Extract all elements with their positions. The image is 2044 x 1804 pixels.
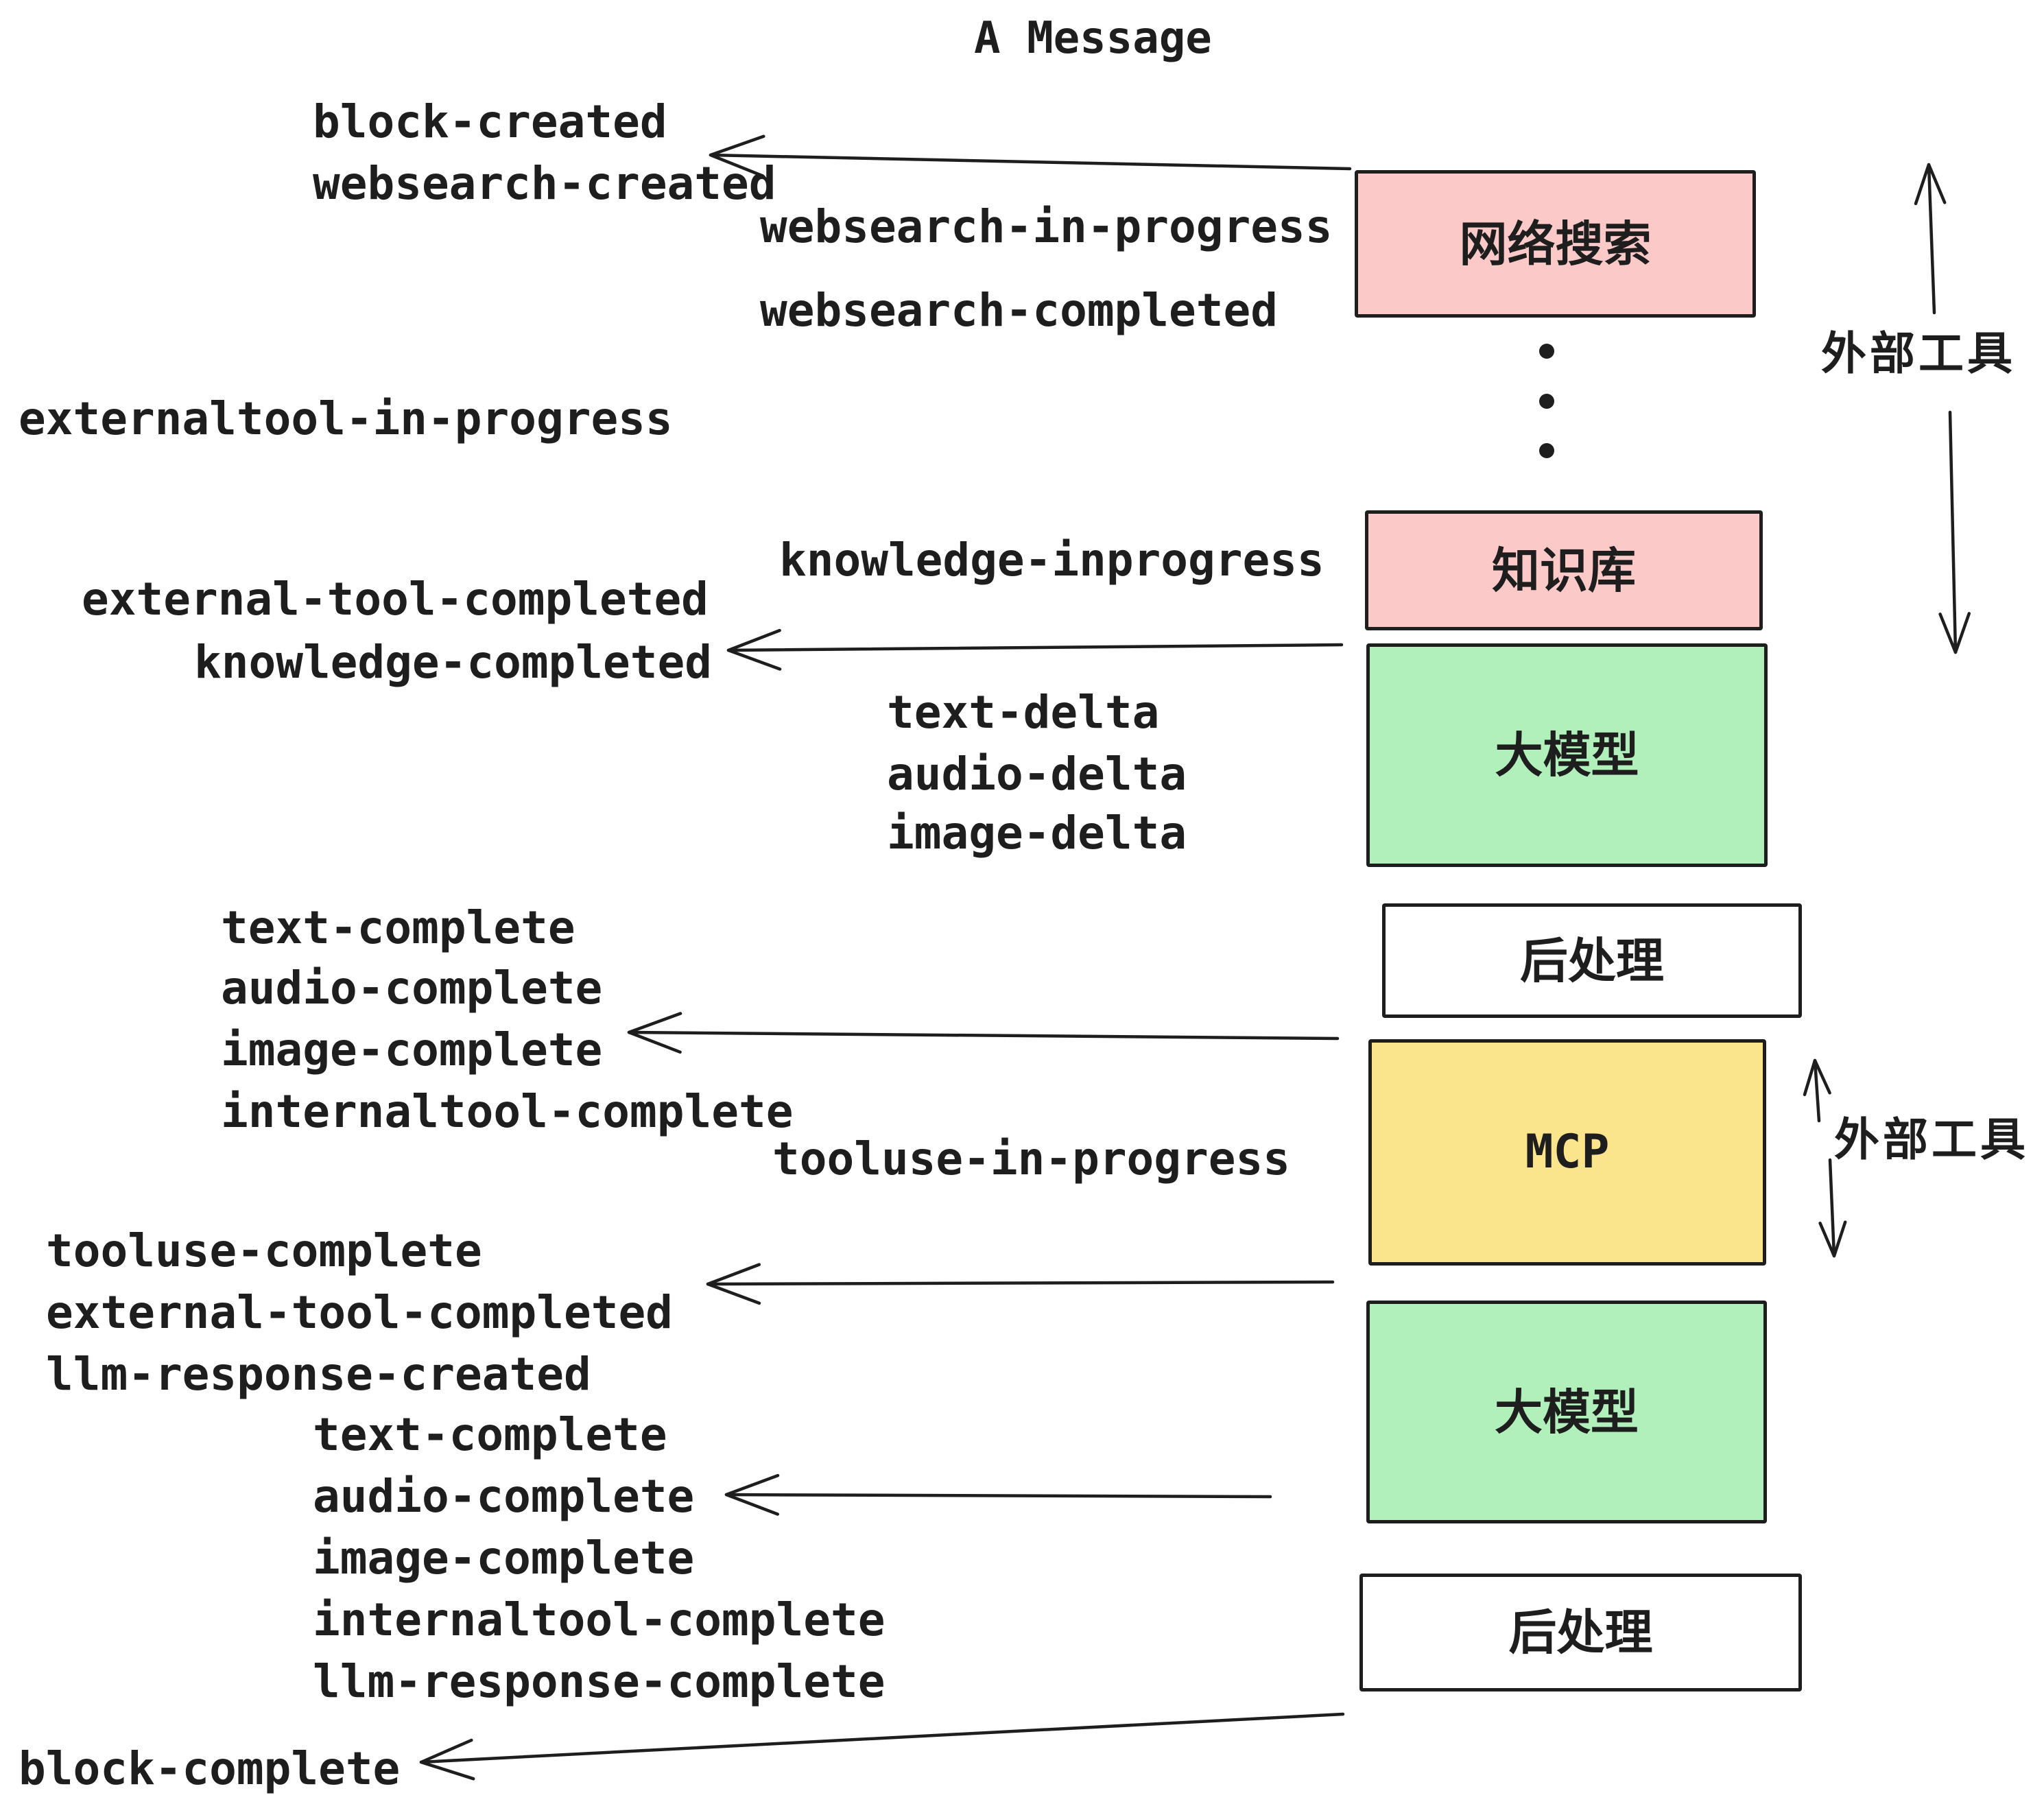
external-tools-down-arrow-1-head [1938,612,1971,654]
event-block-created: block-created [313,95,667,148]
event-websearch-completed: websearch-completed [760,284,1278,337]
box-mcp-label: MCP [1525,1125,1610,1179]
event-llm-response-created: llm-response-created [46,1348,591,1401]
box-websearch-label: 网络搜索 [1459,217,1652,271]
external-tools-down-arrow-2-head [1818,1220,1847,1258]
event-tooluse-in-progress: tooluse-in-progress [772,1132,1290,1185]
arrow-to-tooluse-complete-head [706,1263,761,1305]
event-knowledge-completed: knowledge-completed [194,636,712,689]
event-audio-complete-1: audio-complete [221,962,603,1014]
diagram-title: A Message [974,13,1212,64]
event-image-complete-1: image-complete [221,1023,603,1076]
ellipsis-dot-2 [1539,394,1554,409]
box-postprocess-2: 后处理 [1359,1574,1802,1692]
arrow-to-block-complete-head [419,1738,475,1781]
event-tooluse-complete: tooluse-complete [46,1224,482,1277]
event-internaltool-complete-2: internaltool-complete [313,1593,886,1646]
external-tools-down-arrow-1 [1948,410,1958,654]
arrow-to-audio-complete [724,1493,1272,1499]
box-knowledge: 知识库 [1365,510,1763,630]
arrow-to-image-complete-head [627,1012,682,1054]
external-tools-up-arrow-1 [1927,163,1936,315]
box-llm-1: 大模型 [1366,643,1768,867]
event-block-complete: block-complete [19,1742,401,1795]
event-text-delta-1: text-delta [887,686,1160,739]
box-llm-2: 大模型 [1366,1301,1767,1523]
event-image-complete-2: image-complete [313,1532,695,1585]
box-postprocess-1-label: 后处理 [1520,934,1664,988]
box-llm-1-label: 大模型 [1495,728,1639,782]
arrow-to-image-complete [627,1030,1340,1041]
external-tools-up-arrow-2-head [1803,1058,1831,1097]
external-tools-annotation-2: 外部工具 [1834,1114,2029,1165]
event-knowledge-inprogress: knowledge-inprogress [779,534,1324,586]
arrow-to-websearch-created-head [709,134,765,178]
event-websearch-created: websearch-created [313,157,776,210]
event-externaltool-in-progress: externaltool-in-progress [19,392,673,445]
box-postprocess-2-label: 后处理 [1508,1606,1653,1659]
arrow-to-block-complete [419,1712,1345,1764]
ellipsis-dot-1 [1539,344,1554,359]
box-mcp: MCP [1368,1039,1766,1266]
event-websearch-in-progress: websearch-in-progress [760,200,1333,253]
external-tools-up-arrow-2 [1813,1058,1821,1123]
event-text-complete-1: text-complete [221,901,575,954]
event-external-tool-completed-1: external-tool-completed [82,573,709,626]
box-postprocess-1: 后处理 [1382,903,1802,1018]
event-internaltool-complete-1: internaltool-complete [221,1085,794,1138]
box-websearch: 网络搜索 [1355,170,1756,318]
arrow-to-websearch-created [709,153,1352,171]
arrow-to-tooluse-complete [706,1280,1335,1286]
event-external-tool-completed-2: external-tool-completed [46,1286,673,1339]
box-llm-2-label: 大模型 [1495,1385,1639,1439]
external-tools-annotation-1: 外部工具 [1821,328,2016,379]
external-tools-down-arrow-2 [1828,1158,1836,1258]
arrow-to-knowledge-completed [726,643,1344,652]
event-image-delta-1: image-delta [887,807,1187,859]
event-text-complete-2: text-complete [313,1408,667,1461]
event-audio-complete-2: audio-complete [313,1470,695,1523]
box-knowledge-label: 知识库 [1492,543,1636,597]
event-audio-delta-1: audio-delta [887,748,1187,800]
external-tools-up-arrow-1-head [1914,163,1947,206]
event-llm-response-complete: llm-response-complete [313,1655,886,1708]
arrow-to-knowledge-completed-head [726,628,782,671]
ellipsis-dot-3 [1539,443,1554,458]
arrow-to-audio-complete-head [724,1473,780,1516]
